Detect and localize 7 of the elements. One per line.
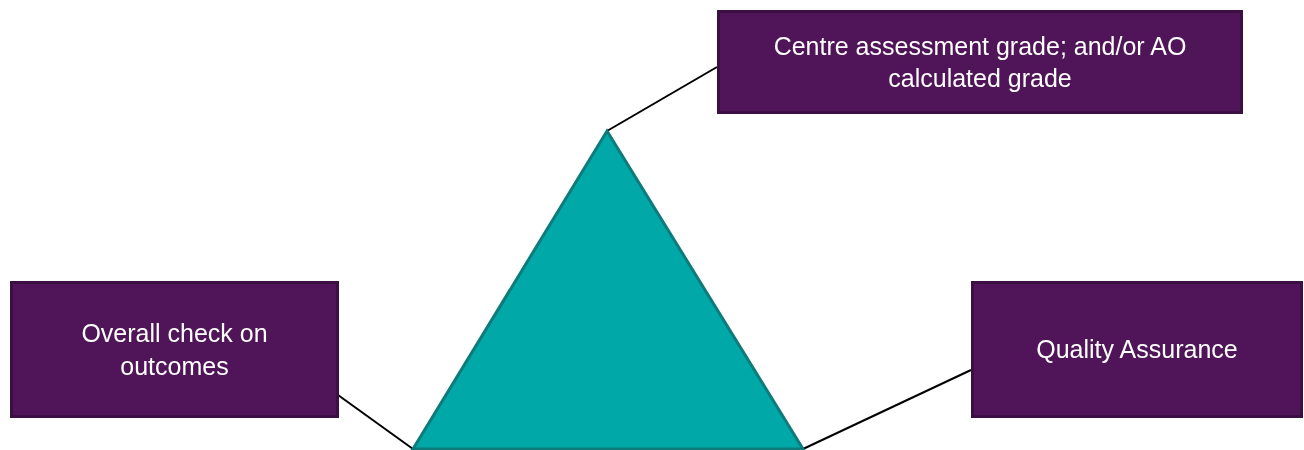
leader-line — [606, 66, 718, 132]
triangle-shape — [410, 128, 806, 450]
text-box: Quality Assurance — [971, 281, 1303, 418]
text-box: Centre assessment grade; and/or AO calculated grade — [717, 10, 1243, 114]
text-box: Overall check on outcomes — [10, 281, 339, 418]
leader-line — [337, 394, 414, 450]
leader-line — [802, 369, 972, 450]
